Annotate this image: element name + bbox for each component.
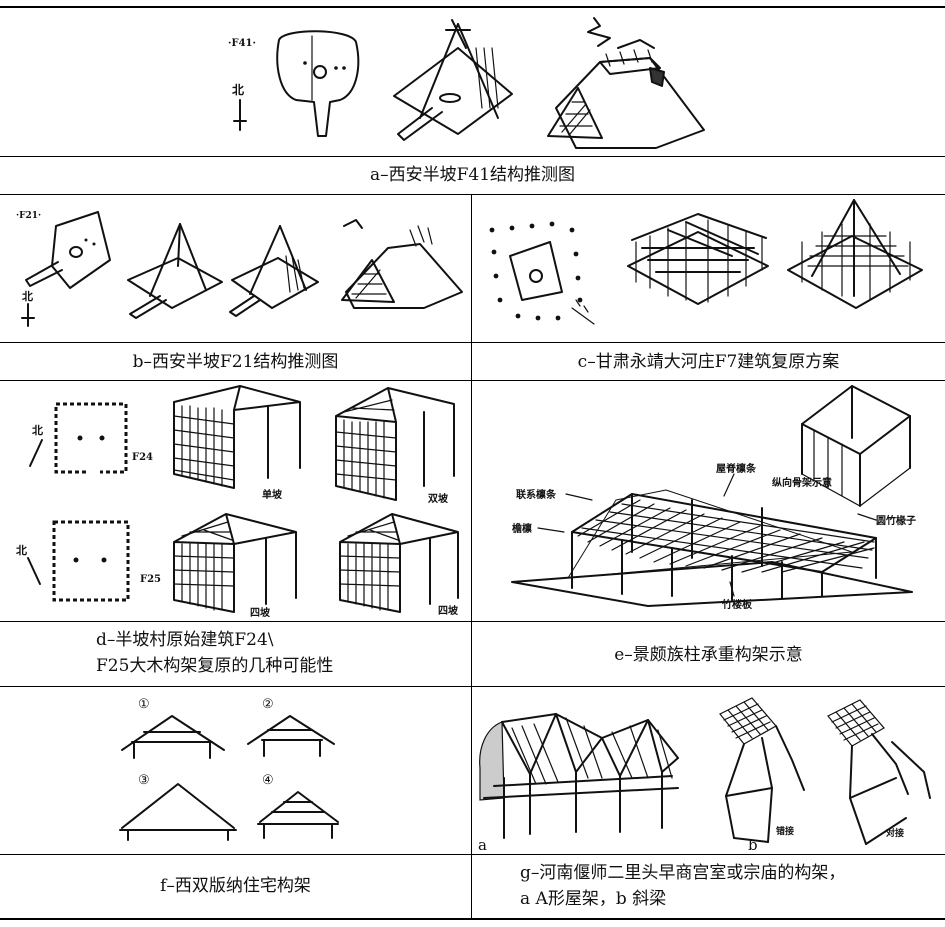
f21-plan: [25, 211, 111, 289]
g-b-butt: [827, 699, 931, 845]
d-four-slope-1: 四坡: [173, 513, 297, 619]
caption-e: e–景颇族柱承重构架示意: [614, 645, 803, 665]
svg-text:檐檩: 檐檩: [512, 522, 532, 535]
svg-text:屋脊檩条: 屋脊檩条: [716, 462, 757, 475]
svg-text:④: ④: [262, 773, 274, 788]
f21-frame-2: [229, 225, 319, 317]
f-truss-2: [247, 715, 335, 757]
g-b-staggered: [719, 697, 805, 843]
caption-c: c–甘肃永靖大河庄F7建筑复原方案: [577, 352, 840, 372]
svg-text:联系檩条: 联系檩条: [516, 488, 557, 501]
svg-text:②: ②: [262, 697, 274, 712]
rule-a-caption: [0, 194, 945, 195]
caption-d-line1: d–半坡村原始建筑F24\: [96, 630, 274, 650]
svg-text:双坡: 双坡: [428, 492, 449, 505]
svg-text:F25: F25: [140, 574, 161, 585]
label-g-a: a: [478, 836, 487, 854]
f25-plan: F25 北: [16, 520, 161, 602]
rule-de-image: [0, 621, 945, 622]
rule-a-image: [0, 156, 945, 157]
column-divider: [471, 195, 472, 919]
f7-plan: [489, 221, 595, 325]
e-longitudinal-frame: [801, 385, 911, 507]
svg-text:圆竹椽子: 圆竹椽子: [876, 514, 916, 527]
f-truss-4: [257, 791, 339, 839]
f21-frame-1: [127, 223, 223, 319]
rule-top: [0, 6, 945, 8]
svg-text:①: ①: [138, 697, 150, 712]
rule-de-caption: [0, 686, 945, 687]
svg-text:四坡: 四坡: [250, 606, 271, 619]
rule-bc-caption: [0, 380, 945, 381]
caption-g-line1: g–河南偃师二里头早商宫室或宗庙的构架，: [520, 863, 846, 883]
svg-text:北: 北: [22, 289, 33, 303]
rule-bottom: [0, 918, 945, 920]
panel-g-drawing: a 错接 b 对接: [478, 697, 931, 854]
d-four-slope-2: 四坡: [339, 513, 459, 617]
north-arrow-a: 北: [232, 82, 247, 131]
label-f21: ·F21·: [16, 211, 41, 221]
label-staggered: 错接: [776, 825, 794, 837]
caption-d-line2: F25大木构架复原的几种可能性: [96, 656, 334, 676]
f7-frame-1: [627, 213, 769, 305]
f-truss-3: [119, 783, 237, 841]
f21-hut: [341, 219, 463, 309]
f24-plan: F24 北: [29, 402, 153, 474]
e-house-frame: [511, 489, 913, 607]
f41-hut: [547, 17, 705, 149]
svg-text:北: 北: [232, 82, 244, 97]
g-a-frame-house: [479, 713, 679, 839]
svg-text:F24: F24: [132, 452, 153, 463]
svg-text:北: 北: [32, 423, 43, 437]
caption-f: f–西双版纳住宅构架: [160, 876, 311, 896]
panel-f-drawing: ① ② ③ ④: [119, 697, 339, 841]
svg-text:单坡: 单坡: [262, 488, 283, 501]
svg-text:四坡: 四坡: [438, 604, 459, 617]
caption-g-line2: a A形屋架，b 斜梁: [520, 889, 667, 909]
d-double-slope: 双坡: [335, 387, 455, 505]
panel-a-drawing: ·F41· 北: [228, 17, 705, 149]
panel-e-drawing: 纵向骨架示意 屋脊檩条 联系檩条 檐檩 圆竹椽子 竹楼板: [511, 385, 916, 611]
svg-text:北: 北: [16, 543, 27, 557]
caption-a: a–西安半坡F41结构推测图: [369, 165, 576, 185]
rule-fg-image: [0, 854, 945, 855]
north-arrow-b: 北: [21, 289, 35, 327]
svg-text:纵向骨架示意: 纵向骨架示意: [772, 476, 832, 489]
f7-frame-2: [787, 199, 923, 309]
panel-d-drawing: F24 北 F25 北 单坡 双坡 四坡: [16, 385, 459, 619]
f-truss-1: [121, 715, 225, 759]
label-butt: 对接: [886, 827, 904, 839]
d-single-slope: 单坡: [173, 385, 301, 501]
f41-frame: [393, 19, 513, 141]
rule-bc-image: [0, 342, 945, 343]
svg-text:③: ③: [138, 773, 150, 788]
panel-c-drawing: [489, 199, 923, 325]
caption-b: b–西安半坡F21结构推测图: [132, 352, 339, 372]
label-f41: ·F41·: [228, 38, 256, 49]
f41-plan: [276, 30, 360, 137]
panel-b-drawing: ·F21· 北: [16, 211, 463, 327]
label-g-b: b: [748, 836, 758, 854]
